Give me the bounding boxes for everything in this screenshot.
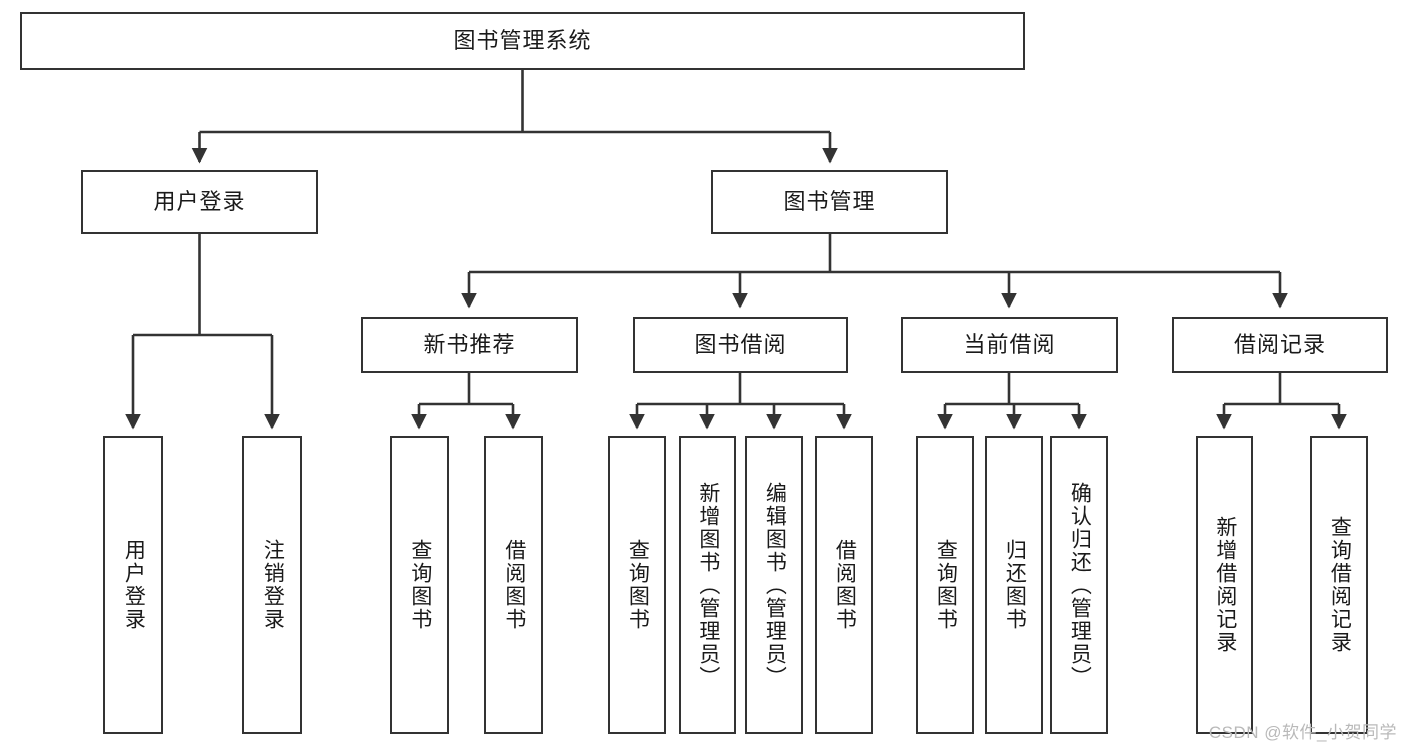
- node-leaf-logout-label: 注销登录: [261, 539, 285, 631]
- node-leaf-borrow-book-b-label: 借阅图书: [833, 539, 857, 631]
- node-user-login[interactable]: 用户登录: [81, 170, 318, 234]
- node-leaf-query-book-a-label: 查询图书: [408, 539, 432, 631]
- watermark: CSDN @软件_小贺同学: [1208, 723, 1397, 742]
- node-root-label: 图书管理系统: [453, 27, 592, 53]
- node-leaf-query-book-b[interactable]: 查询图书: [608, 436, 666, 734]
- node-leaf-add-book-admin[interactable]: 新增图书（管理员）: [679, 436, 736, 734]
- node-leaf-return-book-label: 归还图书: [1003, 539, 1027, 631]
- node-leaf-edit-book-admin-label: 编辑图书（管理员）: [763, 481, 787, 689]
- node-leaf-query-book-c[interactable]: 查询图书: [916, 436, 974, 734]
- node-leaf-borrow-book-a[interactable]: 借阅图书: [484, 436, 543, 734]
- node-leaf-query-book-b-label: 查询图书: [626, 539, 650, 631]
- node-root[interactable]: 图书管理系统: [20, 12, 1025, 70]
- node-leaf-add-borrow-record-label: 新增借阅记录: [1213, 516, 1237, 654]
- node-book-borrow-label: 图书借阅: [694, 331, 787, 357]
- node-leaf-query-borrow-record-label: 查询借阅记录: [1328, 516, 1352, 654]
- node-leaf-query-book-c-label: 查询图书: [934, 539, 958, 631]
- node-leaf-confirm-return-admin[interactable]: 确认归还（管理员）: [1050, 436, 1108, 734]
- node-leaf-add-borrow-record[interactable]: 新增借阅记录: [1196, 436, 1253, 734]
- node-leaf-user-login-label: 用户登录: [122, 539, 146, 631]
- node-leaf-query-borrow-record[interactable]: 查询借阅记录: [1310, 436, 1368, 734]
- node-book-borrow[interactable]: 图书借阅: [633, 317, 848, 373]
- node-leaf-return-book[interactable]: 归还图书: [985, 436, 1043, 734]
- node-book-management-label: 图书管理: [783, 188, 876, 214]
- node-leaf-user-login[interactable]: 用户登录: [103, 436, 163, 734]
- node-new-book-recommend-label: 新书推荐: [423, 331, 516, 357]
- node-leaf-logout[interactable]: 注销登录: [242, 436, 302, 734]
- node-leaf-confirm-return-admin-label: 确认归还（管理员）: [1068, 481, 1092, 689]
- node-borrow-record-label: 借阅记录: [1233, 331, 1326, 357]
- node-current-borrow-label: 当前借阅: [963, 331, 1056, 357]
- node-leaf-edit-book-admin[interactable]: 编辑图书（管理员）: [745, 436, 803, 734]
- node-leaf-borrow-book-b[interactable]: 借阅图书: [815, 436, 873, 734]
- node-new-book-recommend[interactable]: 新书推荐: [361, 317, 578, 373]
- node-current-borrow[interactable]: 当前借阅: [901, 317, 1118, 373]
- node-user-login-label: 用户登录: [153, 188, 246, 214]
- node-book-management[interactable]: 图书管理: [711, 170, 948, 234]
- node-leaf-add-book-admin-label: 新增图书（管理员）: [696, 481, 720, 689]
- node-leaf-borrow-book-a-label: 借阅图书: [502, 539, 526, 631]
- node-borrow-record[interactable]: 借阅记录: [1172, 317, 1388, 373]
- node-leaf-query-book-a[interactable]: 查询图书: [390, 436, 449, 734]
